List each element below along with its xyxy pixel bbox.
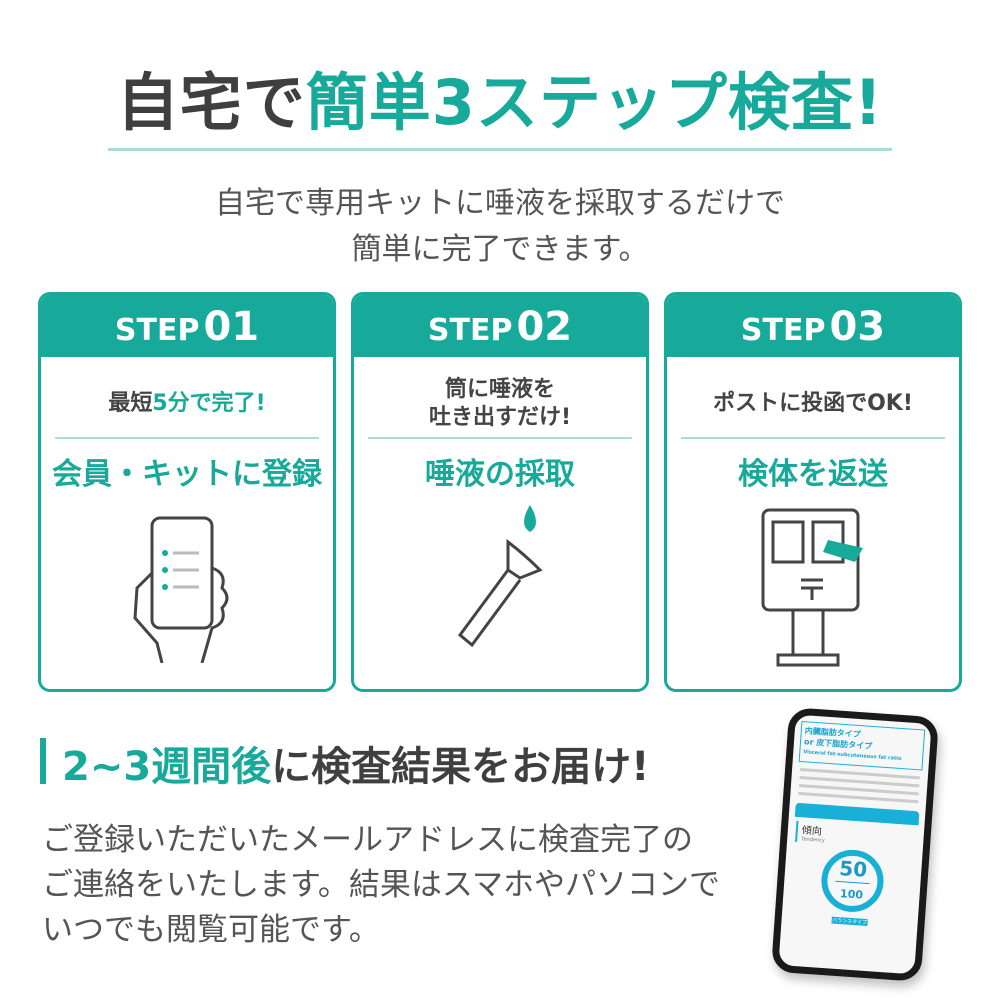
step-name: 唾液の採取 [425, 457, 575, 492]
step-number: 03 [829, 304, 886, 350]
result-heading: 2~3週間後に検査結果をお届け! [62, 734, 649, 792]
lead-line1: 筒に唾液を [444, 377, 555, 402]
divider [55, 437, 319, 439]
result-description: ご登録いただいたメールアドレスに検査完了の ご連絡をいたします。結果はスマホやパ… [42, 818, 762, 953]
divider [681, 437, 945, 439]
step-label: STEP [114, 313, 200, 348]
accent-bar [40, 738, 46, 784]
score-value: 50 [835, 854, 872, 885]
body-line: ご登録いただいたメールアドレスに検査完了の [42, 822, 693, 858]
lead-text: ポストに投函でOK! [713, 391, 913, 416]
divider [368, 437, 632, 439]
lead-text: 最短 [108, 391, 153, 416]
step-label: STEP [427, 313, 513, 348]
phone-type-box: 内臓脂肪タイプ or 皮下脂肪タイプ Visceral fat-subcutan… [798, 720, 926, 771]
title-part1: 自宅で [116, 66, 306, 139]
title-accent: 簡単3ステップ検査! [305, 66, 884, 139]
type-pill: バランスタイプ [831, 916, 868, 927]
step-number: 02 [516, 304, 573, 350]
step-lead: 筒に唾液を吐き出すだけ! [354, 375, 646, 433]
saliva-tube-icon [457, 505, 543, 648]
step-number: 01 [203, 304, 260, 350]
page-title: 自宅で簡単3ステップ検査! [0, 52, 1000, 142]
score-max: 100 [839, 887, 864, 902]
lead-line2: 吐き出すだけ! [428, 405, 572, 430]
phone-mockup: 内臓脂肪タイプ or 皮下脂肪タイプ Visceral fat-subcutan… [770, 707, 940, 982]
lead-accent: 5分で完了! [152, 391, 266, 416]
step-name: 検体を返送 [738, 457, 888, 492]
result-text: に検査結果をお届け! [271, 744, 650, 790]
smartphone-hand-icon [133, 516, 229, 663]
body-line: ご連絡をいたします。結果はスマホやパソコンで [42, 867, 720, 903]
body-line: いつでも閲覧可能です。 [42, 912, 380, 948]
subtitle-line1: 自宅で専用キットに唾液を採取するだけで [215, 186, 785, 221]
mailbox-icon [761, 508, 863, 667]
divider [108, 148, 892, 151]
subtitle-line2: 簡単に完了できます。 [351, 232, 649, 267]
section-en: Tendency [801, 836, 825, 844]
result-accent: 2~3週間後 [62, 744, 272, 790]
step-label: STEP [740, 313, 826, 348]
step-name: 会員・キットに登録 [52, 457, 322, 492]
step-lead: ポストに投函でOK! [667, 375, 959, 433]
